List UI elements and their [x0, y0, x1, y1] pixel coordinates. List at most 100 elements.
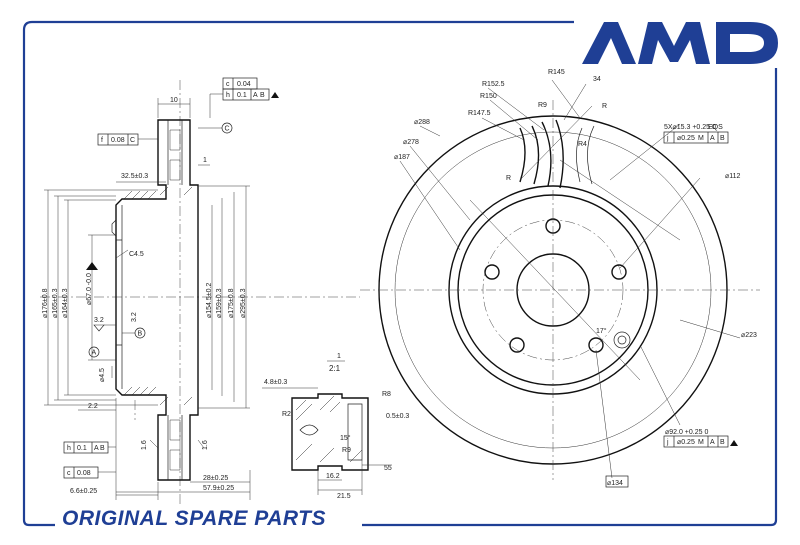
dim-22: 2.2	[88, 403, 98, 410]
dim-162: 16.2	[326, 473, 340, 480]
dim-d165: ⌀165±0.3	[52, 288, 59, 318]
dim-r8: R8	[382, 391, 391, 398]
svg-text:j: j	[666, 135, 669, 142]
dim-d67: ⌀67.0 -0.0	[86, 273, 93, 305]
tol-frame-c-top: c 0.04	[222, 77, 258, 90]
dim-d112: ⌀112	[725, 173, 740, 180]
dim-579: 57.9±0.25	[203, 485, 234, 492]
svg-text:A: A	[710, 135, 715, 142]
dim-16a: 1.6	[141, 440, 148, 450]
datum-a: A	[88, 346, 100, 358]
svg-text:M: M	[698, 439, 704, 446]
section-view: ⌀176±0.8 ⌀165±0.3 ⌀164±0.3 ⌀67.0 -0.0 ⌀1…	[40, 77, 360, 505]
dim-r-small: R	[602, 103, 607, 110]
dim-r-mid: R	[506, 175, 511, 182]
frame-left	[22, 30, 55, 527]
detail-scale-label: 1	[337, 353, 341, 360]
svg-text:f: f	[101, 137, 103, 144]
dim-d159: ⌀159±0.3	[216, 288, 223, 318]
dim-05: 0.5±0.3	[386, 413, 409, 420]
svg-text:B: B	[720, 439, 725, 446]
dim-d176: ⌀176±0.8	[42, 288, 49, 318]
dim-d295: ⌀295±0.3	[240, 288, 247, 318]
svg-text:0.1: 0.1	[237, 92, 247, 99]
svg-text:B: B	[100, 445, 105, 452]
svg-text:A: A	[92, 350, 97, 357]
svg-text:M: M	[698, 135, 704, 142]
detail-scale-ratio: 2:1	[329, 364, 341, 373]
bolt-hole-5	[509, 337, 525, 353]
dim-34: 34	[593, 76, 601, 83]
dim-angle: 17°	[596, 327, 607, 335]
frame-top	[22, 20, 574, 31]
dim-d134: ⌀134	[607, 480, 623, 487]
svg-text:⌀0.25: ⌀0.25	[677, 439, 695, 446]
dim-325: 32.5±0.3	[121, 173, 148, 180]
section-hatching	[123, 186, 193, 406]
svg-text:h: h	[226, 92, 230, 99]
dim-15deg: 15°	[340, 434, 351, 442]
dim-28: 28±0.25	[203, 475, 228, 482]
dim-d288: ⌀288	[414, 119, 430, 126]
dim-holes: 5X⌀15.3 +0.25 0	[664, 124, 716, 131]
svg-text:B: B	[138, 331, 143, 338]
disc-profile	[115, 119, 199, 481]
dim-d187: ⌀187	[394, 154, 410, 161]
dim-d175: ⌀175±0.8	[228, 288, 235, 318]
dim-215: 21.5	[337, 493, 351, 500]
dim-r1475: R147.5	[468, 110, 491, 117]
dim-48: 4.8±0.3	[264, 379, 287, 386]
svg-text:0.08: 0.08	[77, 470, 91, 477]
svg-text:⌀0.25: ⌀0.25	[677, 135, 695, 142]
dim-d92: ⌀92.0 +0.25 0	[665, 429, 708, 436]
svg-text:B: B	[260, 92, 265, 99]
datum-triangle	[86, 262, 98, 270]
svg-text:B: B	[720, 135, 725, 142]
frame-right	[352, 68, 778, 527]
dim-d45: ⌀4.5	[99, 368, 106, 382]
svg-text:A: A	[94, 445, 99, 452]
bolt-hole-1	[484, 264, 500, 280]
svg-text:h: h	[67, 445, 71, 452]
dim-r4: R4	[578, 141, 587, 148]
dim-r9: R9	[538, 102, 547, 109]
dim-r9-detail: R9	[342, 447, 351, 454]
detail-ref-1: 1	[203, 157, 207, 164]
dim-r150: R150	[480, 93, 497, 100]
svg-text:A: A	[710, 439, 715, 446]
dim-d278: ⌀278	[403, 139, 419, 146]
dim-d164: ⌀164±0.3	[62, 288, 69, 318]
svg-text:c: c	[226, 81, 230, 88]
svg-text:C: C	[225, 126, 230, 133]
datum-c: C	[198, 122, 233, 134]
dim-55: 55	[384, 465, 392, 472]
tol-frame-h-bottom: h 0.1 A B	[63, 441, 109, 454]
datum-b: B	[122, 327, 146, 339]
dim-32: 3.2	[94, 317, 104, 324]
dim-r1525: R152.5	[482, 81, 505, 88]
dim-r2: R2	[282, 411, 291, 418]
svg-text:A: A	[253, 92, 258, 99]
dim-32-vertical: 3.2	[131, 312, 138, 322]
svg-text:j: j	[666, 439, 669, 446]
tol-frame-h-top: h 0.1 A B	[222, 88, 279, 101]
dim-16b: 1.6	[202, 440, 209, 450]
svg-text:0.1: 0.1	[77, 445, 87, 452]
amd-logo	[582, 22, 778, 64]
detail-view: 1 2:1 4.8±0.3 R2 0.5±0.3 R8 R9 15° 16.2 …	[262, 353, 409, 500]
dim-d223: ⌀223	[741, 332, 757, 339]
svg-text:C: C	[130, 137, 135, 144]
tol-frame-j-center: j ⌀0.25 M A B	[663, 435, 738, 448]
bolt-hole-3	[611, 264, 627, 280]
tagline: ORIGINAL SPARE PARTS	[58, 507, 362, 535]
svg-text:0.08: 0.08	[111, 137, 125, 144]
tol-frame-c-bottom: c 0.08	[63, 466, 99, 479]
dim-c45: C4.5	[129, 251, 144, 258]
svg-text:0.04: 0.04	[237, 81, 251, 88]
dim-eqs: EQS	[708, 124, 723, 131]
tol-frame-f-left: f 0.08 C	[97, 133, 139, 146]
front-view: R152.5 R145 R150 R9 R147.5 34 R ⌀288 ⌀27…	[360, 69, 760, 488]
dim-10: 10	[170, 97, 178, 104]
dim-66: 6.6±0.25	[70, 488, 97, 495]
